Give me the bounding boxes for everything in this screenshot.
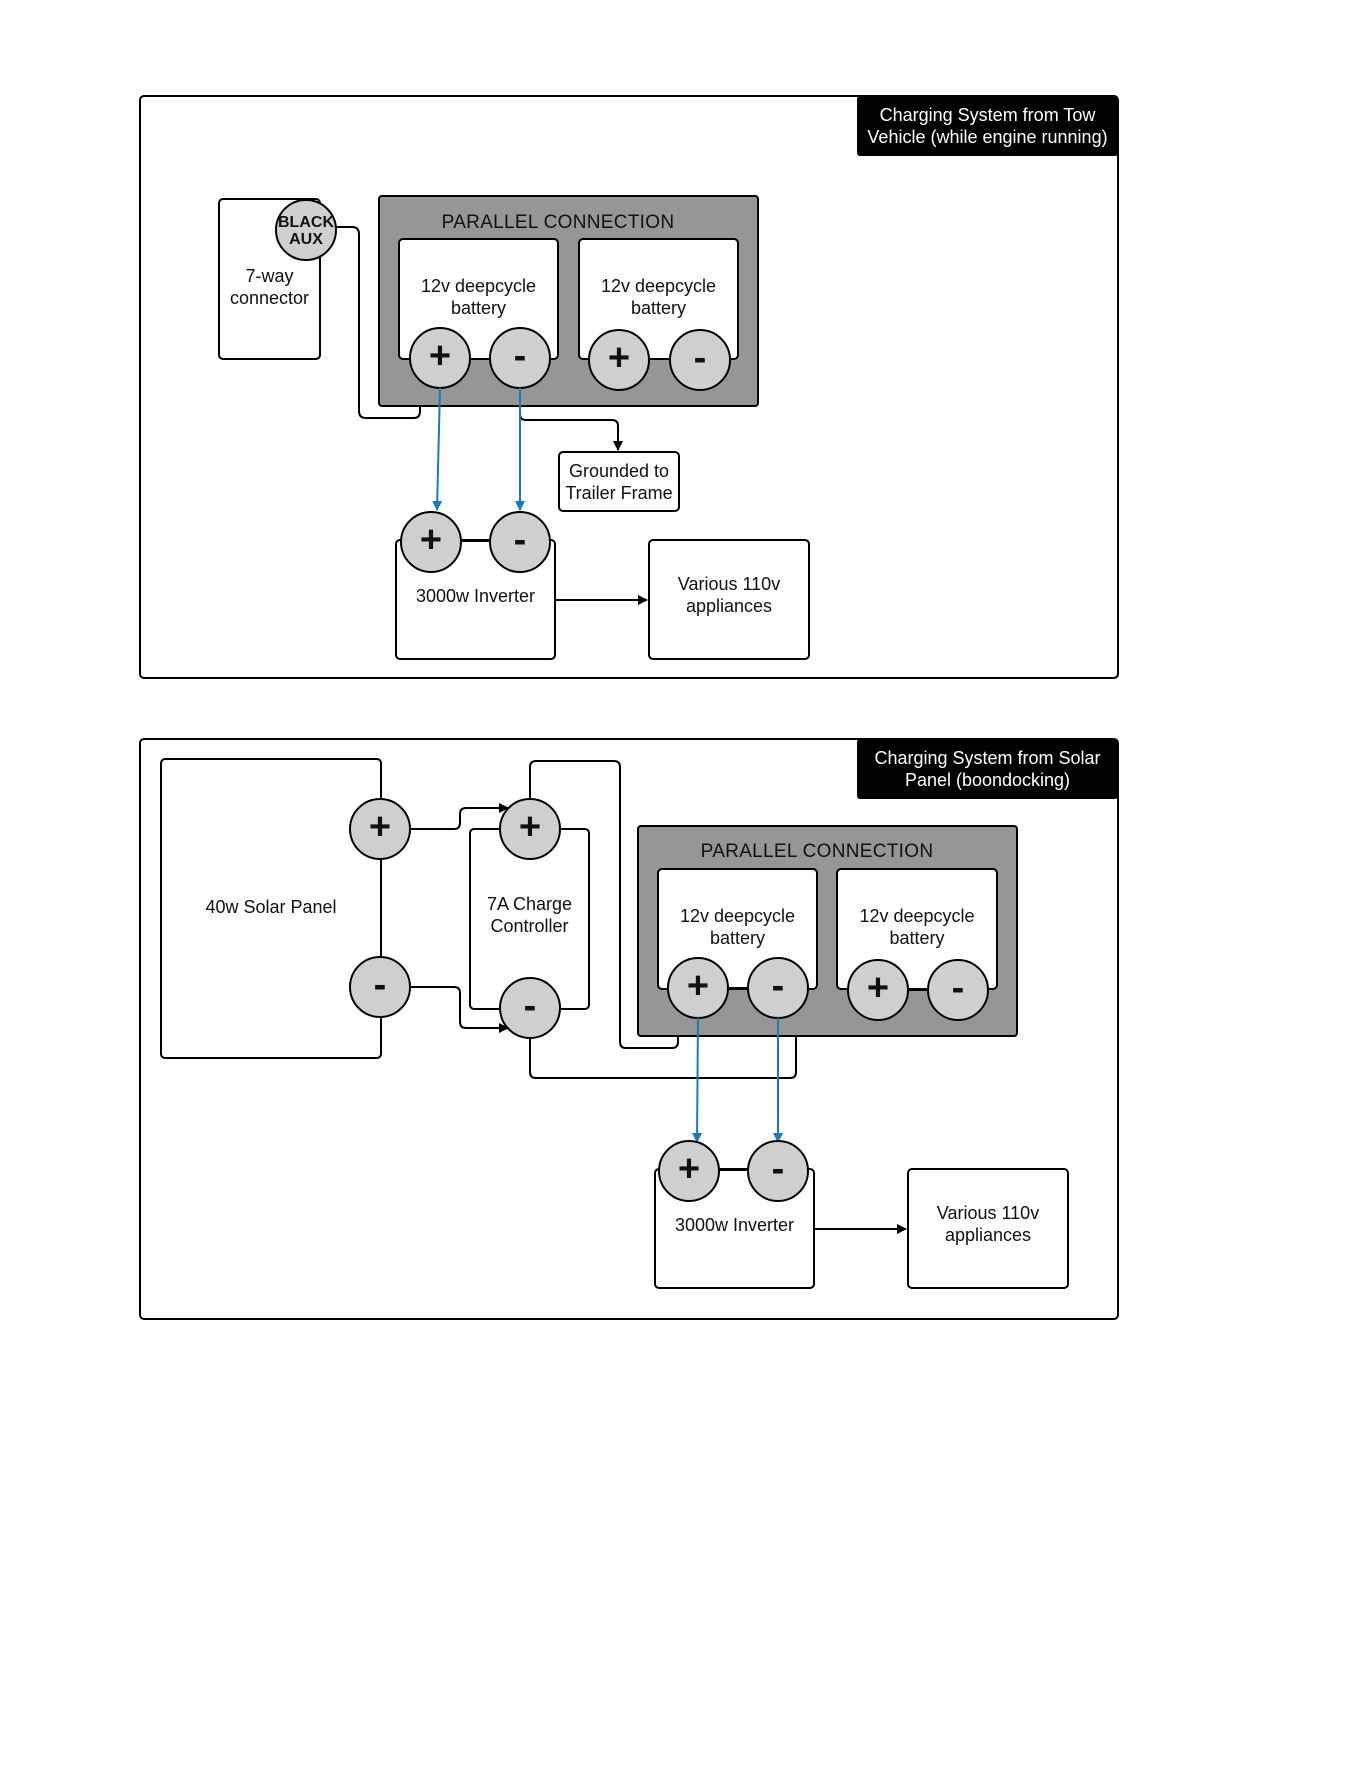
ground-box: [558, 451, 680, 512]
controller-plus-wire: [529, 760, 683, 1049]
ground-label: Grounded to Trailer Frame: [565, 460, 673, 503]
p1-dc-plus-wire: [432, 387, 443, 511]
solar-plus-label: +: [368, 806, 392, 848]
controller-minus-terminal: [499, 977, 561, 1039]
panel2-inverter-label: 3000w Inverter: [674, 1215, 795, 1235]
p2-dc-plus-wire: [692, 1017, 703, 1143]
charge-controller-label: 7A Charge Controller: [486, 894, 573, 936]
controller-minus-label: -: [523, 985, 537, 1027]
p2-b2-minus-label: -: [951, 967, 965, 1009]
controller-plus-label: +: [518, 806, 542, 848]
p1-b2-plus-terminal: [588, 329, 650, 391]
panel2-appliances-box: [907, 1168, 1069, 1289]
p2-b2-minus-terminal: [927, 959, 989, 1021]
panel2-group-label: PARALLEL CONNECTION: [700, 841, 934, 862]
p2-inv-minus-terminal: [747, 1140, 809, 1202]
p1-inv-plus-terminal: [400, 511, 462, 573]
p1-b1-plus-label: +: [428, 335, 452, 377]
panel2-title: Charging System from Solar Panel (boondo…: [874, 748, 1101, 790]
p1-inv-minus-terminal: [489, 511, 551, 573]
panel1-battery1-label: 12v deepcycle battery: [420, 276, 537, 318]
solar-minus-wire: [410, 986, 509, 1033]
p1-b2-plus-label: +: [607, 337, 631, 379]
controller-plus-terminal: [499, 798, 561, 860]
p1-inv-plus-label: +: [419, 519, 443, 561]
controller-minus-wire: [529, 1011, 801, 1079]
panel1-title: Charging System from Tow Vehicle (while …: [867, 105, 1108, 147]
solar-plus-wire: [410, 803, 509, 830]
solar-panel-label: 40w Solar Panel: [205, 897, 337, 917]
black-aux-label: BLACK AUX: [278, 214, 334, 248]
p1-b2-minus-label: -: [693, 337, 707, 379]
panel1-battery2-label: 12v deepcycle battery: [600, 276, 717, 318]
seven-way-connector-label: 7-way connector: [229, 266, 310, 308]
panel1-group-label: PARALLEL CONNECTION: [441, 212, 675, 233]
p2-b2-plus-terminal: [847, 959, 909, 1021]
aux-to-battery-wire: [336, 226, 425, 419]
solar-minus-label: -: [373, 964, 387, 1006]
panel2-battery2-label: 12v deepcycle battery: [859, 906, 975, 948]
panel1-appliances-label: Various 110v appliances: [677, 574, 781, 616]
p1-b2-minus-terminal: [669, 329, 731, 391]
panel1-appliances-box: [648, 539, 810, 660]
panel2-title-bg: [857, 739, 1118, 799]
p2-inv-minus-label: -: [771, 1148, 785, 1190]
p2-b1-plus-label: +: [686, 965, 710, 1007]
panel2-battery1-label: 12v deepcycle battery: [679, 906, 796, 948]
panel1-title-bg: [857, 96, 1118, 156]
p2-inv-plus-label: +: [677, 1148, 701, 1190]
p1-b1-minus-label: -: [513, 335, 527, 377]
p2-b2-plus-label: +: [866, 967, 890, 1009]
p2-b1-minus-label: -: [771, 965, 785, 1007]
panel1-inverter-label: 3000w Inverter: [415, 586, 536, 606]
black-aux-terminal: [275, 199, 337, 261]
p2-inv-plus-terminal: [658, 1140, 720, 1202]
panel2-appliances-label: Various 110v appliances: [936, 1203, 1040, 1245]
p1-inv-minus-label: -: [513, 519, 527, 561]
solar-panel-box: [160, 758, 382, 1059]
